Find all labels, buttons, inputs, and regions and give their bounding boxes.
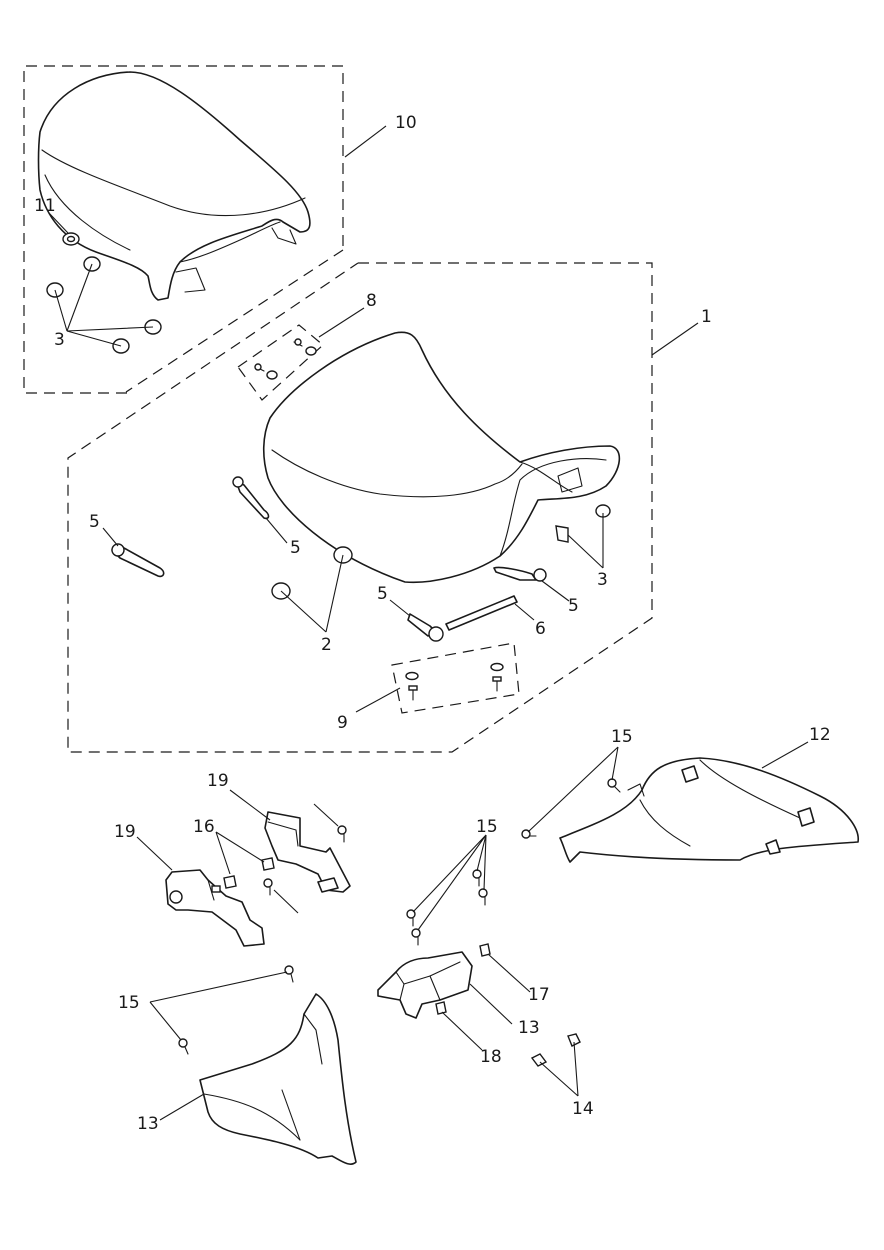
callout-18: 19 xyxy=(114,822,136,842)
callout-7-lower: 9 xyxy=(337,713,348,733)
callout-6: 6 xyxy=(535,619,546,639)
callout-labels: 10 11 3 8 1 5 5 2 3 5 5 6 9 15 12 19 16 … xyxy=(34,113,831,1134)
group-boundary-screws-upper xyxy=(237,324,324,401)
callout-10: 12 xyxy=(809,725,831,745)
callout-5-right: 5 xyxy=(568,596,579,616)
callout-15-right: 17 xyxy=(528,985,550,1005)
bolts-19 xyxy=(263,825,347,896)
callout-1: 1 xyxy=(701,307,712,327)
side-panel-11 xyxy=(199,993,357,1165)
callout-3-rider: 3 xyxy=(597,570,608,590)
callout-16: 14 xyxy=(572,1099,594,1119)
callout-5-center: 5 xyxy=(290,538,301,558)
callout-7-upper: 8 xyxy=(366,291,377,311)
rubber-buffers-3-rider xyxy=(555,504,611,543)
nut-9 xyxy=(62,232,80,246)
callout-15-lower: 18 xyxy=(480,1047,502,1067)
rider-seat xyxy=(262,331,621,584)
pillion-seat xyxy=(37,71,311,301)
callout-9: 11 xyxy=(34,196,56,216)
callout-14: 15 xyxy=(476,817,498,837)
group-boundary-screws-lower xyxy=(391,642,520,714)
clips-15-upper xyxy=(223,857,275,889)
callout-3-pillion: 3 xyxy=(54,330,65,350)
side-panel-10 xyxy=(559,757,859,863)
bracket-18 xyxy=(165,869,265,947)
callout-17: 19 xyxy=(207,771,229,791)
callout-8: 10 xyxy=(395,113,417,133)
mount-12 xyxy=(377,943,491,1019)
screws-13-lower xyxy=(178,965,294,1055)
callout-5-left: 5 xyxy=(89,512,100,532)
callout-15-upper: 16 xyxy=(193,817,215,837)
screws-washers-7-lower xyxy=(405,662,504,701)
clips-16 xyxy=(530,1033,581,1067)
leader-lines xyxy=(48,125,809,1121)
callout-11: 13 xyxy=(137,1114,159,1134)
callout-2: 2 xyxy=(321,635,332,655)
pivot-rod-6 xyxy=(445,595,518,631)
bracket-17 xyxy=(264,811,351,893)
cable-brackets-5 xyxy=(111,476,547,642)
group-boundary-rider-seat xyxy=(67,262,653,753)
rubber-buffers-2 xyxy=(271,546,353,600)
callout-5-lower: 5 xyxy=(377,584,388,604)
callout-12: 13 xyxy=(518,1018,540,1038)
group-boundary-pillion-seat xyxy=(23,65,344,394)
screws-washers-7-upper xyxy=(254,338,317,380)
callout-13-upper: 15 xyxy=(611,727,633,747)
callout-13-lower: 15 xyxy=(118,993,140,1013)
bolts-14 xyxy=(406,869,488,946)
